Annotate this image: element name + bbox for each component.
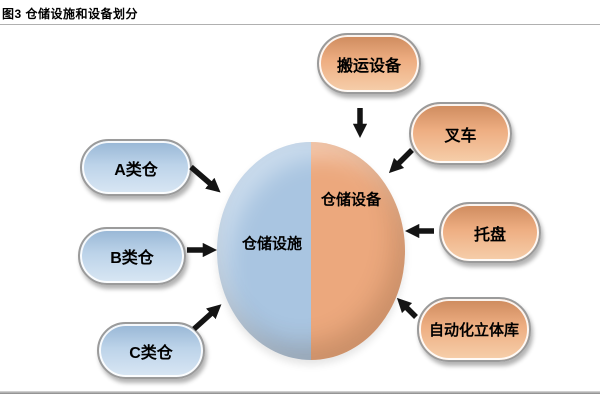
node-label: 叉车 — [444, 127, 477, 145]
center-left-label: 仓储设施 — [241, 235, 303, 253]
arrow-forklift-to-center-icon — [388, 148, 414, 174]
figure-header: 图3 仓储设施和设备划分 — [0, 0, 600, 25]
node-label: C类仓 — [129, 344, 173, 362]
node-automated-warehouse: 自动化立体库 — [417, 297, 531, 362]
node-label: A类仓 — [114, 161, 158, 179]
node-label: 搬运设备 — [336, 57, 401, 75]
arrow-automated-to-center-icon — [396, 297, 418, 319]
node-pallet: 托盘 — [439, 202, 541, 263]
center-ellipse: 仓储设施 仓储设备 — [217, 142, 405, 360]
node-c-warehouse: C类仓 — [97, 322, 205, 379]
node-label: 托盘 — [473, 226, 506, 244]
footer-divider — [0, 391, 600, 394]
node-b-warehouse: B类仓 — [78, 227, 186, 285]
node-forklift: 叉车 — [409, 102, 512, 165]
figure-title: 图3 仓储设施和设备划分 — [2, 7, 139, 21]
node-handling-equipment: 搬运设备 — [317, 33, 421, 94]
arrow-a-to-center-icon — [189, 164, 221, 193]
node-a-warehouse: A类仓 — [80, 139, 192, 196]
arrow-c-to-center-icon — [192, 304, 222, 332]
node-label: 自动化立体库 — [428, 322, 519, 339]
center-right-label: 仓储设备 — [320, 191, 382, 209]
node-label: B类仓 — [110, 250, 154, 267]
